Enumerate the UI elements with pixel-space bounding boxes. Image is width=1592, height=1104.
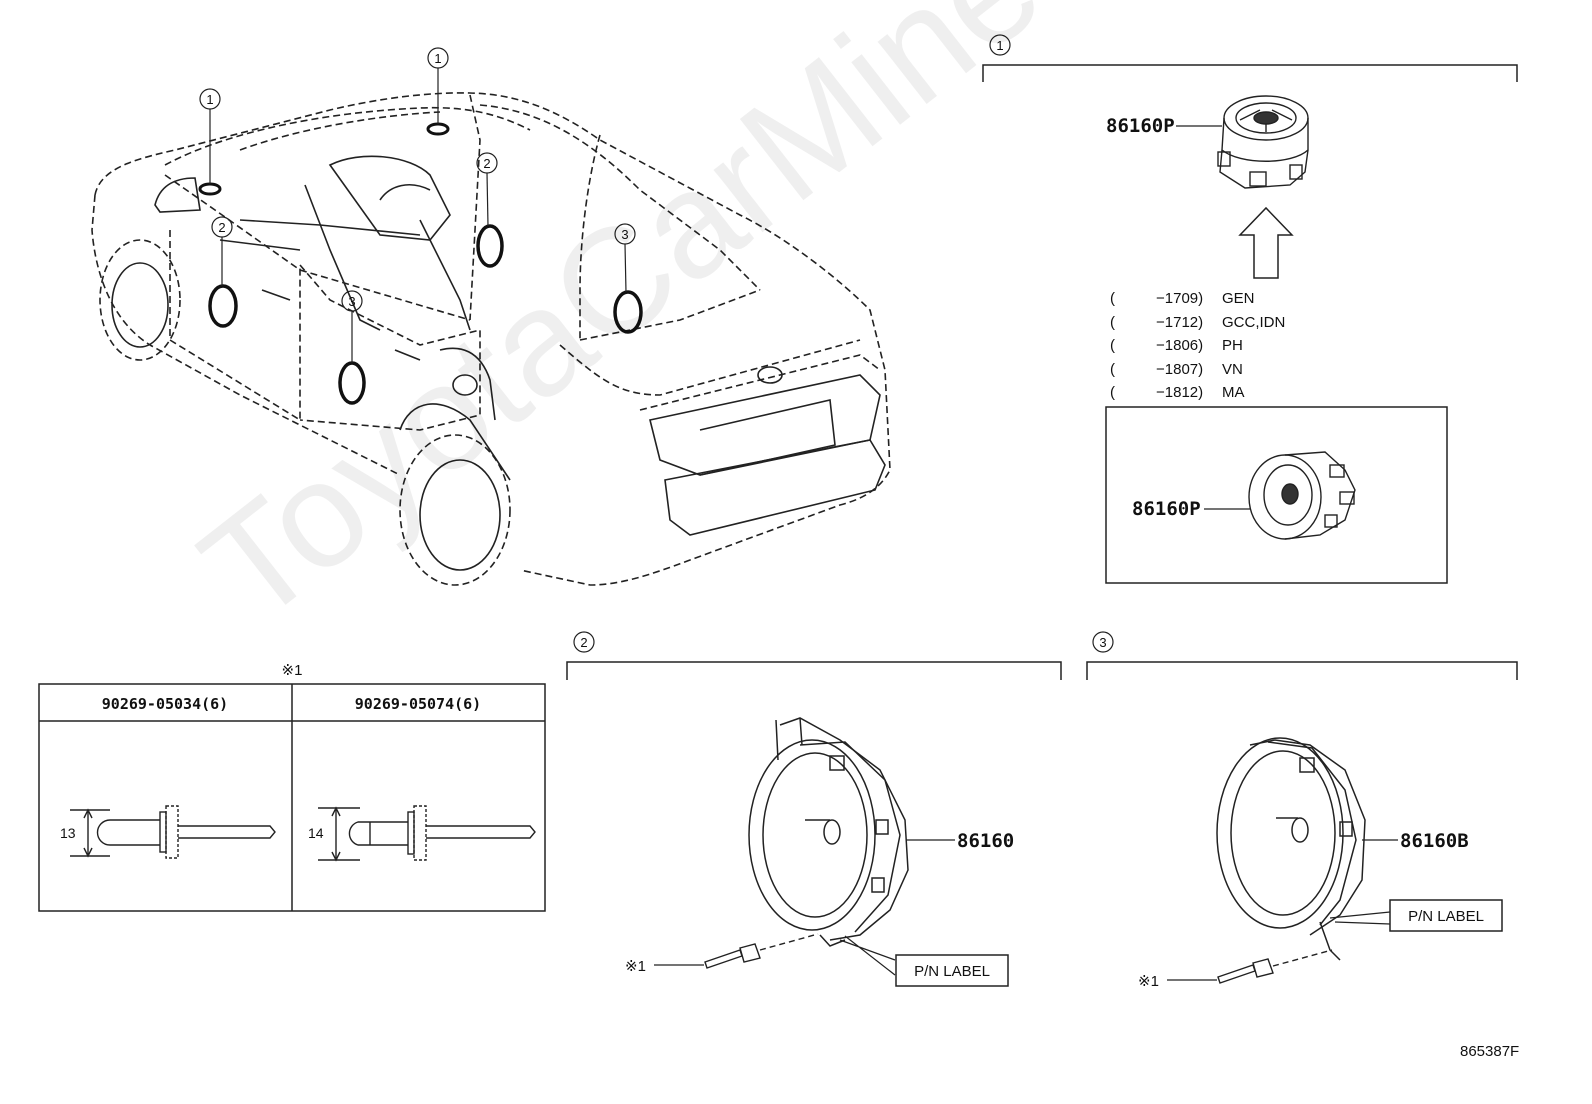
panel-1-callout: 1: [996, 38, 1003, 53]
rivet-dim-14: 14: [308, 825, 324, 841]
speaker-86160b-drawing: [1216, 737, 1366, 961]
speaker-86160-drawing: [748, 717, 909, 947]
tweeter-location-front: [198, 182, 222, 196]
tweeter-location-right: [426, 122, 450, 136]
rivet-table: ※1 90269-05034(6) 90269-05074(6) 13: [38, 662, 546, 912]
speaker-locations: [198, 122, 643, 405]
rivet-drawing: [704, 933, 819, 969]
rear-door-speaker-location-left: [338, 361, 366, 405]
svg-text:(: (: [1110, 361, 1115, 378]
callout-3-label: 3: [621, 227, 628, 242]
panel-3-rear-speaker: 3 86160B ※1 P/N LABEL: [1086, 631, 1518, 990]
svg-text:MA: MA: [1222, 384, 1245, 401]
panel-1-tweeter: 1 86160P ( −1709) GEN ( −1712) GCC,IDN (: [982, 34, 1518, 584]
pn-label-box: [1389, 899, 1503, 932]
tweeter-86160p-drawing: [1217, 95, 1309, 189]
svg-text:−1812): −1812): [1156, 384, 1203, 401]
rivet-dim-13: 13: [60, 825, 76, 841]
part-number-86160p: 86160P: [1106, 115, 1175, 137]
alt-tweeter-box: [1105, 406, 1448, 584]
figure-id: 865387F: [1460, 1043, 1519, 1060]
svg-text:(: (: [1110, 384, 1115, 401]
svg-text:(: (: [1110, 314, 1115, 331]
callout-2-label: 2: [218, 220, 225, 235]
callout-2-label: 2: [483, 156, 490, 171]
svg-text:VN: VN: [1222, 361, 1243, 378]
part-number-86160b: 86160B: [1400, 830, 1469, 852]
svg-text:PH: PH: [1222, 337, 1243, 354]
table-header-col2: 90269-05074(6): [355, 695, 481, 713]
car-callouts: [199, 47, 636, 363]
pn-label-box: [895, 954, 1009, 987]
panel-3-callout: 3: [1099, 635, 1106, 650]
part-number-86160: 86160: [957, 830, 1014, 852]
rivet-drawing: [1217, 949, 1333, 984]
ref-mark-1: ※1: [625, 958, 646, 975]
callout-3-label: 3: [348, 294, 355, 309]
rivet-05074-drawing: [318, 805, 536, 862]
car-illustration: [91, 92, 891, 586]
front-door-speaker-location-left: [208, 284, 238, 328]
panel-2-callout: 2: [580, 635, 587, 650]
callout-1-label: 1: [434, 51, 441, 66]
part-number-86160p-alt: 86160P: [1132, 498, 1201, 520]
rivet-table-ref: ※1: [282, 662, 303, 679]
front-door-speaker-location-right: [476, 224, 504, 268]
pn-label-text: P/N LABEL: [914, 963, 990, 980]
table-header-col1: 90269-05034(6): [102, 695, 228, 713]
panel-2-bracket: [566, 661, 1062, 680]
svg-text:(: (: [1110, 290, 1115, 307]
svg-text:−1806): −1806): [1156, 337, 1203, 354]
svg-text:−1709): −1709): [1156, 290, 1203, 307]
rivet-05034-drawing: [70, 805, 276, 859]
pn-label-text: P/N LABEL: [1408, 908, 1484, 925]
panel-2-front-speaker: 2 86160 ※1 P/N LABEL: [566, 631, 1062, 987]
arrow-up-icon: [1238, 206, 1294, 279]
tweeter-alt-drawing: [1248, 451, 1356, 540]
svg-text:−1712): −1712): [1156, 314, 1203, 331]
svg-text:GEN: GEN: [1222, 290, 1255, 307]
panel-3-bracket: [1086, 661, 1518, 680]
svg-text:GCC,IDN: GCC,IDN: [1222, 314, 1285, 331]
rear-door-speaker-location-right: [613, 290, 643, 334]
panel-1-bracket: [982, 64, 1518, 82]
ref-mark-1: ※1: [1138, 973, 1159, 990]
callout-1-label: 1: [206, 92, 213, 107]
svg-text:(: (: [1110, 337, 1115, 354]
svg-text:−1807): −1807): [1156, 361, 1203, 378]
applicability-list: ( −1709) GEN ( −1712) GCC,IDN ( −1806) P…: [1110, 290, 1285, 401]
